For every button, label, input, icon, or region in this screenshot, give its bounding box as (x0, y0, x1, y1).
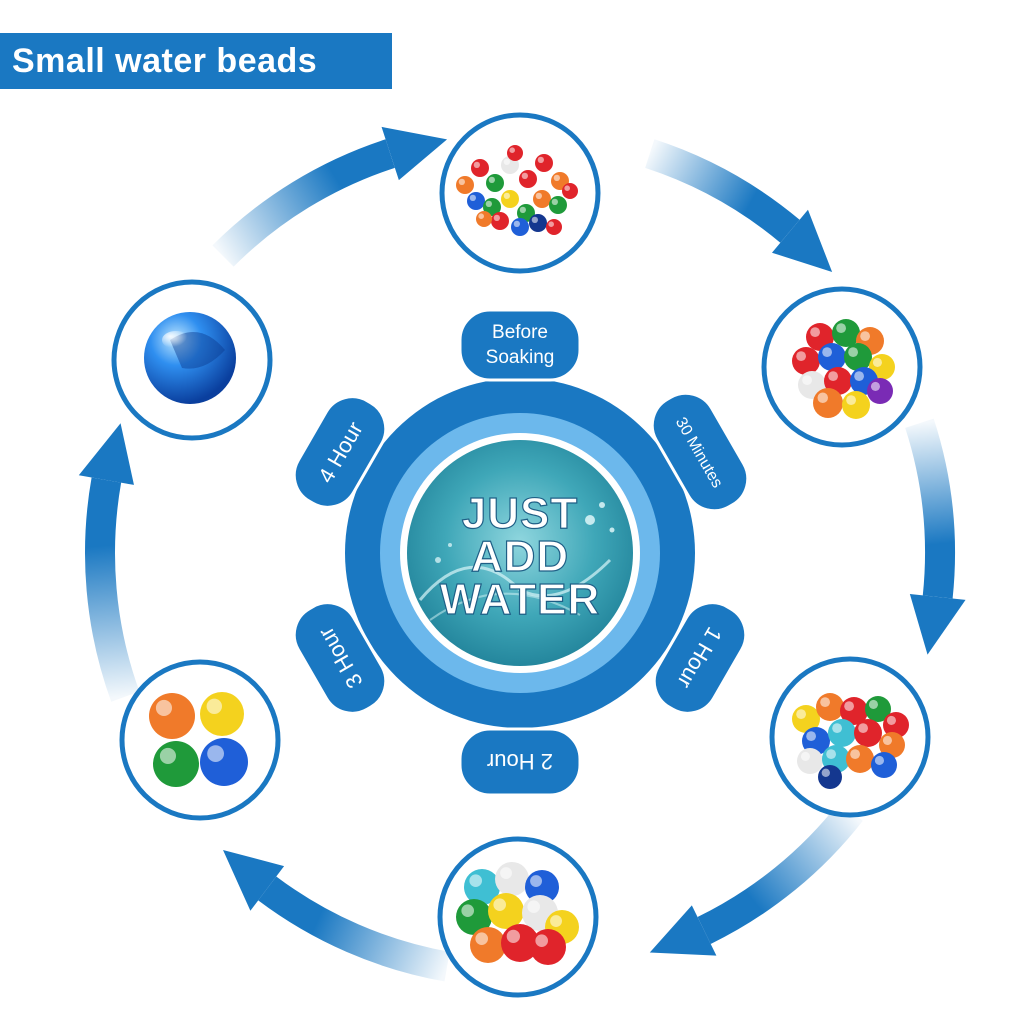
stage-photos-group (111, 112, 931, 998)
water-splash-image (407, 440, 633, 666)
before-soaking-line-2: Soaking (486, 347, 555, 368)
stage-label-before-soaking: Before Soaking (458, 308, 582, 382)
arrow-3h-to-4h (78, 423, 140, 702)
center-line-2: ADD (471, 532, 569, 581)
large-beads-photo (437, 836, 599, 998)
2-hour-text: 2 Hour (487, 749, 553, 774)
small-beads-photo (761, 286, 923, 448)
single-bead-photo (111, 279, 273, 441)
arrow-4h-to-before (212, 126, 448, 267)
page-title: Small water beads (12, 41, 318, 80)
before-soaking-line-1: Before (492, 322, 548, 343)
stage-labels-group: Before Soaking 30 Minutes 1 Hour 2 Hour … (292, 308, 750, 797)
stage-label-30-minutes: 30 Minutes (650, 391, 750, 513)
arrow-before-to-30m (645, 139, 833, 272)
arrows-group (78, 126, 966, 982)
stage-label-4-hour: 4 Hour (292, 395, 388, 509)
tiny-beads-photo (439, 112, 601, 274)
medium-beads-photo (769, 656, 931, 818)
title-banner: Small water beads (0, 33, 392, 89)
arrow-2h-to-3h (223, 849, 450, 982)
center-line-3: WATER (440, 575, 601, 624)
stage-label-2-hour: 2 Hour (458, 727, 582, 797)
arrow-1h-to-2h (649, 802, 863, 956)
center-line-1: JUST (462, 489, 578, 538)
stage-label-3-hour: 3 Hour (292, 601, 388, 715)
center-hub: JUST ADD WATER (345, 378, 695, 728)
arrow-30m-to-1h (905, 418, 966, 655)
stage-label-1-hour: 1 Hour (652, 601, 748, 715)
splash-droplets (418, 502, 615, 621)
big-beads-photo (119, 659, 281, 821)
